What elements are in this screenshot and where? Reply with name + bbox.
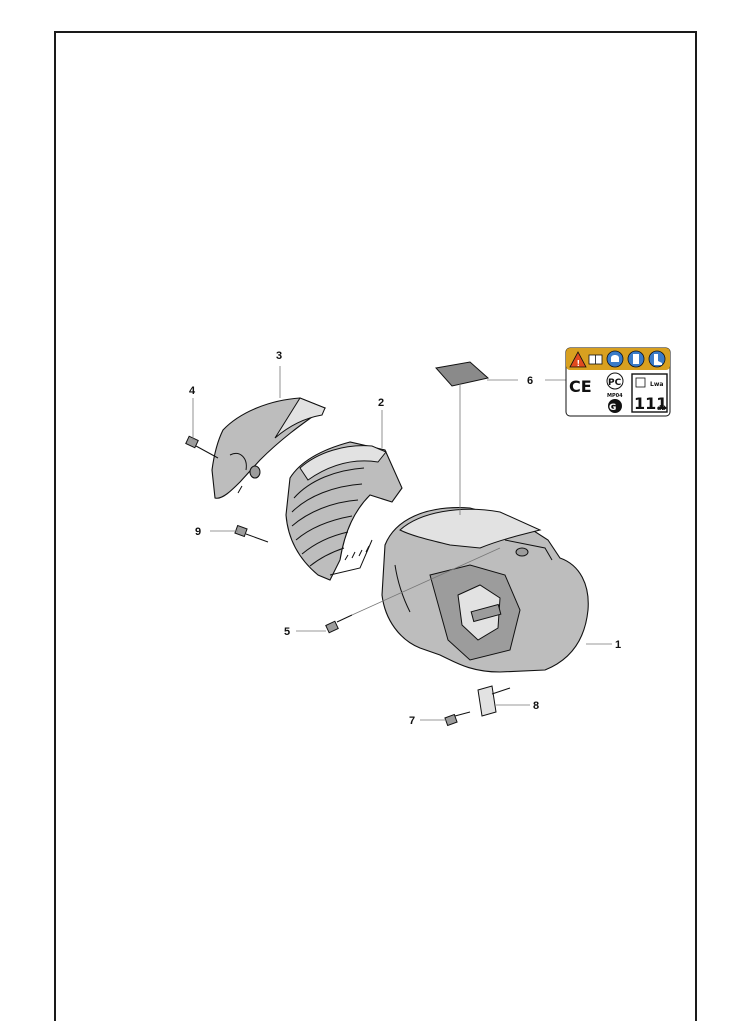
lwa-label: Lwa (650, 381, 663, 388)
svg-text:!: ! (577, 359, 581, 368)
callout-7: 7 (409, 715, 415, 727)
clip-part (477, 685, 511, 717)
callout-1: 1 (615, 639, 621, 651)
callout-8: 8 (533, 700, 539, 712)
page-frame (54, 31, 697, 1021)
screw-guard-part (234, 524, 269, 543)
db-value: 111 (634, 394, 667, 413)
callout-4: 4 (189, 385, 196, 397)
rostest-code: MP04 (607, 393, 623, 399)
callout-9: 9 (195, 526, 201, 538)
leader-lines (192, 366, 612, 721)
screw-top-part (185, 435, 219, 459)
callout-3: 3 (276, 350, 282, 362)
rostest-mark: PC (608, 378, 622, 388)
callout-6: 6 (527, 375, 533, 387)
db-unit: dB (657, 405, 666, 412)
decal-part (435, 361, 490, 387)
screw-long-part (325, 614, 353, 634)
cylinder-cover-part (381, 507, 589, 673)
callout-2: 2 (378, 397, 384, 409)
ce-mark: CE (569, 377, 592, 396)
callout-5: 5 (284, 626, 290, 638)
label-plate: ! CE PC MP04 G Lwa 111 dB (565, 347, 671, 417)
svg-text:G: G (609, 403, 616, 413)
warning-icon (569, 351, 587, 368)
gost-mark: G (608, 399, 622, 413)
screw-bottom-part (444, 711, 471, 727)
cooling-guard-part (285, 441, 403, 581)
top-cap-part (211, 397, 327, 499)
